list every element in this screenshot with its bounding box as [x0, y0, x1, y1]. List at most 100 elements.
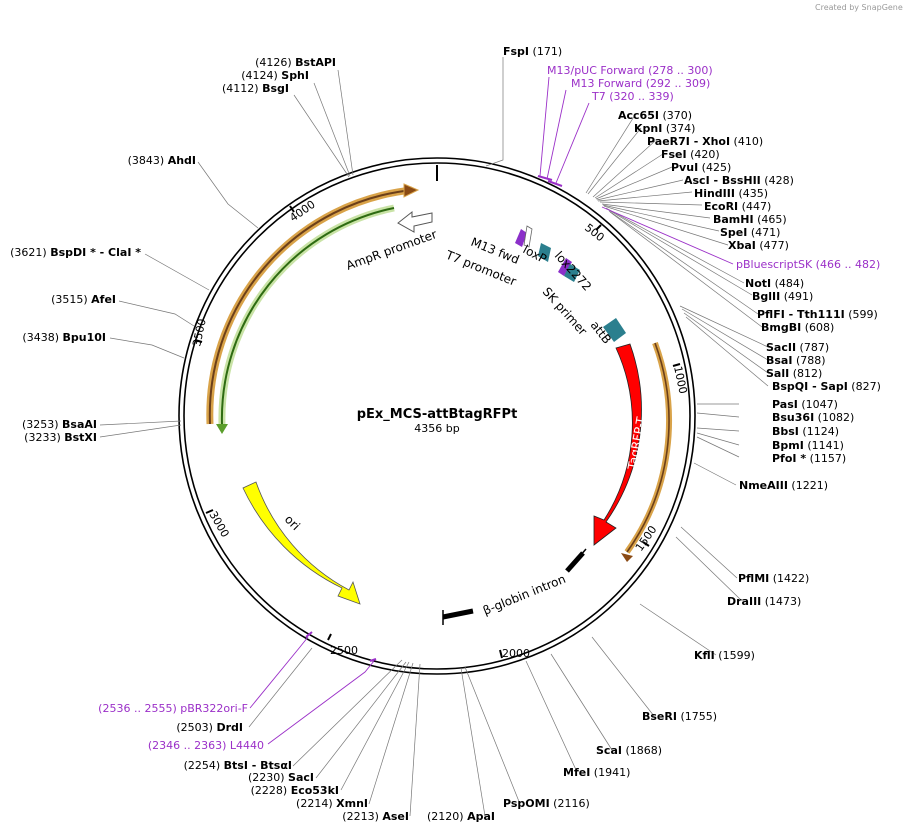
leader-afei — [118, 300, 195, 327]
enzyme-labels: (4126) BstAPI(4124) SphI(4112) BsgI(3843… — [10, 45, 881, 823]
leader-bamhi — [601, 203, 711, 219]
enzyme-label: (2230) SacI — [248, 771, 314, 784]
enzyme-label: DraIII (1473) — [727, 595, 801, 608]
enzyme-label: (3438) Bpu10I — [22, 331, 106, 344]
t7-promoter-glyph — [523, 225, 533, 248]
leader-acc65i — [585, 114, 636, 194]
tick-label-3500: 3500 — [190, 318, 209, 348]
right-orange-arc — [626, 342, 670, 553]
leader-hindiii — [597, 191, 693, 202]
tagrfp-arrow — [593, 343, 642, 546]
enzyme-label: (2228) Eco53kI — [251, 784, 339, 797]
leader-nmeaiii — [693, 462, 737, 486]
ampr-arc-outline — [206, 186, 413, 425]
leader-lines — [99, 57, 769, 817]
feature-labels: AmpR promoter M13 fwd T7 promoter loxP l… — [282, 227, 648, 618]
tagrfp-label: TagRFP-T — [625, 415, 648, 471]
right-orange-arrowhead — [621, 553, 633, 562]
leader-xmni — [368, 662, 414, 805]
primer-leader-lines — [249, 76, 734, 745]
enzyme-label: PspOMI (2116) — [503, 797, 590, 810]
leader-kfli — [639, 603, 717, 656]
enzyme-label: PaeR7I - XhoI (410) — [647, 135, 763, 148]
enzyme-label: (3621) BspDI * - ClaI * — [10, 246, 141, 259]
enzyme-label: BspQI - SapI (827) — [772, 380, 881, 393]
leader-bsgi — [293, 94, 350, 178]
enzyme-label: PflMI (1422) — [738, 572, 809, 585]
enzyme-label: PfoI * (1157) — [772, 452, 846, 465]
leader-t7 — [555, 102, 590, 184]
enzyme-label: FseI (420) — [661, 148, 720, 161]
ampr-promoter-label: AmpR promoter — [344, 227, 438, 273]
backbone-outer-ring — [178, 157, 696, 675]
leader-sphi — [313, 82, 351, 177]
tick-label-2500: 2500 — [330, 644, 358, 657]
tick-label-1000: 1000 — [671, 365, 690, 395]
leader-bseri — [591, 636, 655, 717]
m13-fwd-glyph — [515, 229, 527, 247]
enzyme-label: (2503) DrdI — [176, 721, 243, 734]
enzyme-label: SalI (812) — [766, 367, 822, 380]
enzyme-label: SpeI (471) — [720, 226, 780, 239]
plasmid-length: 4356 bp — [414, 422, 459, 435]
lox2272-glyph — [564, 264, 580, 282]
primer-label: (2346 .. 2363) L4440 — [148, 739, 264, 752]
ori-label: ori — [282, 512, 303, 533]
leader-bsu36i — [696, 412, 740, 418]
primer-label: (2536 .. 2555) pBR322ori-F — [98, 702, 248, 715]
ori-arrow — [242, 481, 361, 605]
leader-bpmi — [696, 432, 740, 446]
leader-pbr322 — [249, 636, 309, 709]
tick-3500 — [194, 339, 203, 343]
enzyme-label: (3233) BstXI — [24, 431, 97, 444]
enzyme-label: HindIII (435) — [694, 187, 768, 200]
enzyme-label: (2213) AseI — [342, 810, 409, 823]
leader-fsei — [594, 153, 664, 199]
plasmid-name: pEx_MCS-attBtagRFPt — [357, 407, 518, 422]
ampr-promoter-arrow — [397, 210, 433, 233]
enzyme-label: Acc65I (370) — [618, 109, 692, 122]
tick-500 — [595, 224, 602, 231]
enzyme-label: BsaI (788) — [766, 354, 826, 367]
leader-claI — [144, 253, 210, 291]
leader-pflmi — [680, 526, 738, 579]
leader-bspqi — [685, 316, 769, 387]
leader-xbai — [603, 205, 729, 246]
enzyme-label: EcoRI (447) — [704, 200, 771, 213]
tick-4000 — [289, 205, 295, 213]
leader-pflfi — [608, 210, 759, 315]
leader-bsshii — [596, 179, 684, 201]
mark-m13puc — [537, 175, 553, 181]
enzyme-label: BseRI (1755) — [642, 710, 717, 723]
green-arc — [220, 207, 395, 426]
leader-m13puc — [539, 76, 550, 177]
beta-globin-segment-2 — [442, 608, 474, 620]
primer-marks — [305, 175, 563, 662]
leader-bglii — [606, 208, 753, 296]
backbone-inner-ring — [183, 162, 691, 670]
primer-label: M13/pUC Forward (278 .. 300) — [547, 64, 713, 77]
enzyme-label: PflFI - Tth111I (599) — [757, 308, 878, 321]
enzyme-label: KflI (1599) — [694, 649, 755, 662]
primer-label: M13 Forward (292 .. 309) — [571, 77, 710, 90]
enzyme-label: NotI (484) — [745, 277, 804, 290]
tick-label-3000: 3000 — [206, 509, 231, 540]
primer-labels: M13/pUC Forward (278 .. 300)M13 Forward … — [98, 64, 880, 752]
leader-bbsi — [696, 427, 740, 432]
enzyme-label: PvuI (425) — [671, 161, 731, 174]
enzyme-label: (4124) SphI — [241, 69, 309, 82]
leader-sali — [683, 312, 769, 374]
enzyme-label: PasI (1047) — [772, 398, 838, 411]
leader-pfoi — [696, 436, 740, 458]
enzyme-label: BbsI (1124) — [772, 425, 839, 438]
enzyme-label: MfeI (1941) — [563, 766, 630, 779]
tick-2000 — [499, 649, 503, 659]
leader-scai — [550, 653, 613, 751]
leader-bsai — [681, 308, 769, 361]
enzyme-label: (3515) AfeI — [51, 293, 116, 306]
leader-spei — [602, 204, 720, 232]
enzyme-label: FspI (171) — [503, 45, 562, 58]
enzyme-label: (2214) XmnI — [296, 797, 368, 810]
green-arrowhead — [216, 424, 228, 434]
